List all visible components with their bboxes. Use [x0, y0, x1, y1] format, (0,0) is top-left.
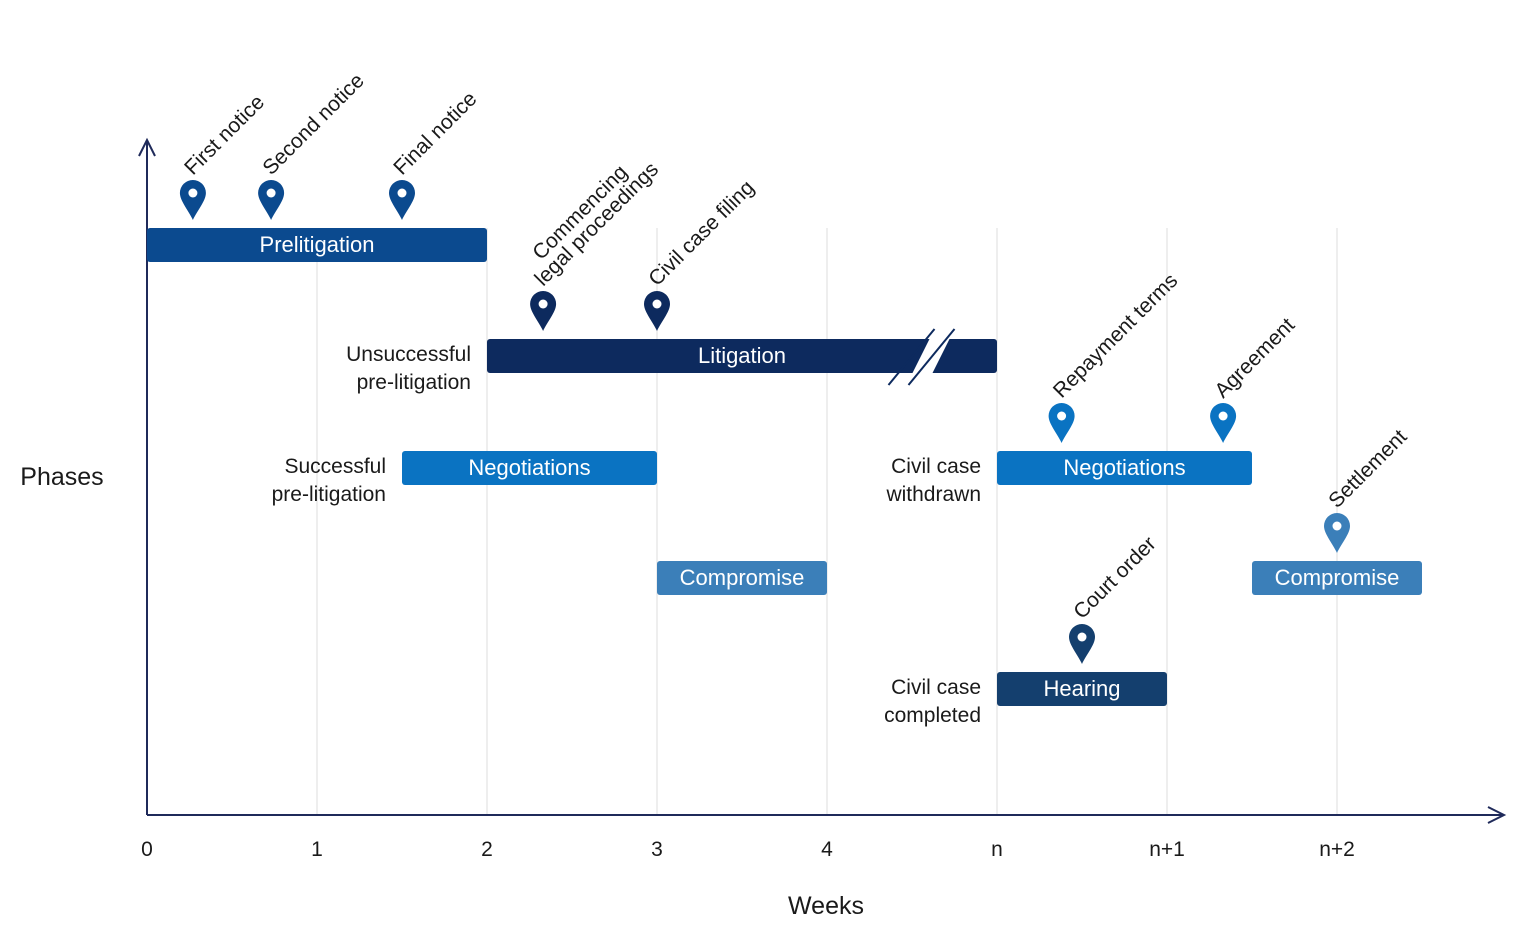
map-pin-icon	[389, 180, 415, 220]
outcome-label-line: completed	[884, 704, 981, 727]
phase-bar	[147, 228, 487, 262]
map-pin-icon	[179, 180, 206, 220]
outcome-label: Civil case completed	[884, 676, 981, 727]
x-tick-label: 4	[821, 838, 833, 861]
outcome-label-line: withdrawn	[885, 483, 981, 506]
phase-bar-label: Prelitigation	[260, 232, 375, 257]
y-axis-title: Phases	[20, 463, 103, 491]
milestone-label-line: Final notice	[389, 87, 481, 179]
x-tick-label: 3	[651, 838, 663, 861]
milestone-label-line: First notice	[180, 91, 269, 180]
map-pin-icon	[1048, 403, 1075, 443]
milestone-label: Second notice	[258, 69, 368, 179]
map-pin-dot	[1057, 411, 1067, 421]
x-tick-labels: 0 1 2 3 4 n n+1 n+2	[141, 838, 1355, 861]
map-pin-dot	[266, 188, 276, 198]
phase-bar-label: Compromise	[1275, 565, 1400, 590]
milestone-label: Court order	[1069, 532, 1160, 623]
outcome-label-line: Unsuccessful	[346, 343, 471, 366]
map-pin-dot	[1077, 632, 1087, 642]
milestone-label-line: Court order	[1069, 532, 1160, 623]
axis-break	[887, 328, 956, 386]
x-tick-label: n	[991, 838, 1003, 861]
map-pin-icon	[258, 180, 285, 220]
axis-break-stroke	[907, 328, 956, 386]
outcome-label: Unsuccessful pre-litigation	[346, 343, 471, 394]
milestone-label: Commencinglegal proceedings	[516, 144, 663, 291]
grid-lines	[316, 228, 1338, 815]
phase-bar-label: Compromise	[680, 565, 805, 590]
milestone-label: Final notice	[389, 87, 481, 179]
x-tick-label: 2	[481, 838, 493, 861]
x-tick-label: 0	[141, 838, 153, 861]
phase-bar	[997, 672, 1167, 706]
milestone-pins	[179, 180, 1350, 664]
map-pin-icon	[530, 291, 557, 331]
outcome-label: Civil case withdrawn	[885, 455, 981, 506]
map-pin-icon	[1324, 513, 1350, 553]
milestone-label-line: Civil case filing	[644, 176, 758, 290]
axis-break-stroke	[887, 328, 936, 386]
map-pin-dot	[1332, 521, 1342, 531]
phase-bars: PrelitigationLitigationNegotiationsCompr…	[147, 228, 1422, 706]
phase-bar	[402, 451, 657, 485]
map-pin-dot	[397, 188, 407, 198]
outcome-label-line: Civil case	[891, 455, 981, 478]
phase-bar-label: Hearing	[1043, 676, 1120, 701]
milestone-label-line: Second notice	[258, 69, 368, 179]
map-pin-dot	[188, 188, 198, 198]
milestone-label-line: legal proceedings	[530, 158, 663, 291]
map-pin-dot	[1218, 411, 1228, 421]
outcome-label-line: Civil case	[891, 676, 981, 699]
x-axis-arrow	[1487, 806, 1507, 824]
outcome-label: Successful pre-litigation	[272, 455, 386, 506]
map-pin-dot	[652, 299, 662, 309]
y-axis-arrow	[138, 137, 156, 157]
milestone-label: Repayment terms	[1049, 269, 1182, 402]
phase-bar	[1252, 561, 1422, 595]
milestone-label: First notice	[180, 91, 269, 180]
x-tick-label: 1	[311, 838, 323, 861]
phase-bar-label: Negotiations	[1063, 455, 1185, 480]
outcome-label-line: Successful	[284, 455, 386, 478]
map-pin-dot	[538, 299, 548, 309]
x-axis-title: Weeks	[788, 892, 864, 920]
phase-bar	[657, 561, 827, 595]
phase-bar	[997, 451, 1252, 485]
phase-bar-label: Litigation	[698, 343, 786, 368]
milestone-label-line: Repayment terms	[1049, 269, 1182, 402]
map-pin-icon	[1069, 624, 1095, 664]
map-pin-icon	[1210, 403, 1237, 443]
phase-bar-label: Negotiations	[468, 455, 590, 480]
map-pin-icon	[644, 291, 670, 331]
milestone-label: Civil case filing	[644, 176, 758, 290]
phase-bar	[487, 339, 997, 373]
outcome-label-line: pre-litigation	[272, 483, 386, 506]
milestone-label-line: Agreement	[1210, 314, 1299, 403]
x-tick-label: n+2	[1319, 838, 1355, 861]
x-tick-label: n+1	[1149, 838, 1185, 861]
milestone-label: Agreement	[1210, 314, 1299, 403]
outcome-label-line: pre-litigation	[357, 371, 471, 394]
